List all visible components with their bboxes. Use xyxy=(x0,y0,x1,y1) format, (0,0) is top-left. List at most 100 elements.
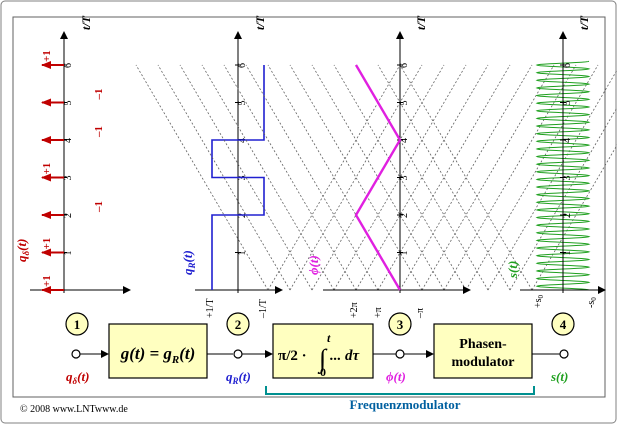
phase-ticks: 1 2 3 4 5 6 xyxy=(397,63,410,256)
impulse-value-3: +1 xyxy=(41,163,53,175)
fm-tick-label-6: 6 xyxy=(562,63,573,68)
phase-modulator-block xyxy=(433,323,533,379)
impulse-value-2: –1 xyxy=(93,201,105,213)
impulses-signal-label: qδ(t) xyxy=(14,239,31,262)
fm-group-label: Frequenzmodulator xyxy=(350,397,461,412)
integrator-body: ... dτ xyxy=(330,348,361,364)
fm-tick-label-5: 5 xyxy=(562,101,573,106)
rect-tick-label-1: 1 xyxy=(237,251,248,256)
phase-tick-label-6: 6 xyxy=(399,63,410,68)
rect-signal-curve xyxy=(211,65,265,290)
fm-group-bracket xyxy=(265,386,535,395)
phase-grid-line-12 xyxy=(267,64,401,291)
fm-xtick-pos: +s0 xyxy=(533,294,545,308)
phase-grid-line-21 xyxy=(311,64,445,291)
filter-label: g(t) = gR(t) xyxy=(120,344,196,366)
impulses-tick-label-1: 1 xyxy=(63,251,74,256)
rect-xtick-pos: +1/T xyxy=(205,298,216,318)
modulator-line1: Phasen- xyxy=(459,337,507,352)
block-diagram: g(t) = gR(t) π/2 · ∫ t 0 ... dτ Phasen- … xyxy=(65,312,575,412)
label-qd: qδ(t) xyxy=(66,369,89,386)
impulses-tick-label-5: 5 xyxy=(63,101,74,106)
phase-grid-line-13 xyxy=(399,64,533,291)
phase-grid-line-7 xyxy=(465,64,599,291)
phase-xtick-2pi: +2π xyxy=(349,302,360,318)
node-phi xyxy=(395,349,405,359)
marker-1-label: 1 xyxy=(74,317,81,332)
fm-tick-label-4: 4 xyxy=(562,138,573,143)
fm-tick-label-2: 2 xyxy=(562,213,573,218)
phase-signal-curve xyxy=(354,64,402,291)
impulse-value-0: +1 xyxy=(41,275,53,287)
integrator-sign: ∫ xyxy=(317,344,328,374)
phase-grid-line-22 xyxy=(157,64,291,291)
rect-xtick-neg: –1/T xyxy=(258,299,269,319)
rect-signal-label: qR(t) xyxy=(180,250,197,275)
marker-3 xyxy=(388,312,412,336)
integrator-upper: t xyxy=(327,331,331,345)
integrator-block xyxy=(272,323,374,379)
marker-3-label: 3 xyxy=(397,317,404,332)
phase-grid-line-17 xyxy=(355,64,489,291)
marker-2 xyxy=(226,312,250,336)
phase-grid-line-18 xyxy=(201,64,335,291)
phase-xtick-pi: +π xyxy=(373,307,384,318)
modulator-line2: modulator xyxy=(452,355,515,370)
phase-grid-line-8 xyxy=(311,64,445,291)
phase-tick-label-4: 4 xyxy=(399,138,410,143)
panel-phase: t/T 1 2 3 4 5 6 +2π +π –π ϕ(t) xyxy=(135,15,617,319)
phase-tick-label-1: 1 xyxy=(399,251,410,256)
label-s: s(t) xyxy=(550,369,568,384)
phase-xtick-minus-pi: –π xyxy=(415,308,426,319)
rect-tick-label-5: 5 xyxy=(237,101,248,106)
phase-grid-line-10 xyxy=(289,64,423,291)
fm-signal-curve xyxy=(535,60,591,291)
phase-tick-label-3: 3 xyxy=(399,176,410,181)
impulse-value-5: –1 xyxy=(93,89,105,101)
phase-grid-line-11 xyxy=(421,64,555,291)
impulses-axis-label: t/T xyxy=(79,15,93,30)
impulses-tick-label-6: 6 xyxy=(63,63,74,68)
impulses-tick-label-4: 4 xyxy=(63,138,74,143)
phase-tick-label-2: 2 xyxy=(399,213,410,218)
rect-tick-label-6: 6 xyxy=(237,63,248,68)
fm-ticks: 1 2 3 4 5 6 xyxy=(560,63,573,256)
impulses-tick-label-2: 2 xyxy=(63,213,74,218)
phase-signal-label: ϕ(t) xyxy=(306,255,321,275)
marker-1 xyxy=(65,312,89,336)
marker-2-label: 2 xyxy=(235,317,242,332)
marker-4-label: 4 xyxy=(560,317,567,332)
phase-grid-line-6 xyxy=(333,64,467,291)
impulse-value-1: +1 xyxy=(41,238,53,250)
fm-axis-label: t/T xyxy=(577,15,591,30)
phase-grid-line-19 xyxy=(333,64,467,291)
impulse-value-6: +1 xyxy=(41,50,53,62)
filter-block xyxy=(108,323,208,379)
phase-grid-line-14 xyxy=(245,64,379,291)
phase-grid-line-9 xyxy=(443,64,577,291)
phase-tick-label-5: 5 xyxy=(399,101,410,106)
phase-grid-line-16 xyxy=(223,64,357,291)
copyright: © 2008 www.LNTwww.de xyxy=(20,404,128,415)
phase-grid-line-20 xyxy=(179,64,313,291)
integrator-lower: 0 xyxy=(320,365,326,379)
fm-tick-label-3: 3 xyxy=(562,176,573,181)
impulses-tick-label-3: 3 xyxy=(63,176,74,181)
node-s xyxy=(559,349,569,359)
phase-axis-label: t/T xyxy=(414,15,428,30)
fm-tick-label-1: 1 xyxy=(562,251,573,256)
rect-axis-label: t/T xyxy=(253,15,267,30)
integrator-prefix: π/2 · xyxy=(278,348,307,364)
marker-4 xyxy=(551,312,575,336)
phase-grid-line-5 xyxy=(487,69,617,291)
node-qr xyxy=(233,349,243,359)
phase-grid-line-15 xyxy=(377,64,511,291)
node-qd xyxy=(71,349,81,359)
impulses-arrows: +1+1–1+1–1–1+1 xyxy=(41,50,105,294)
label-phi: ϕ(t) xyxy=(386,369,406,384)
